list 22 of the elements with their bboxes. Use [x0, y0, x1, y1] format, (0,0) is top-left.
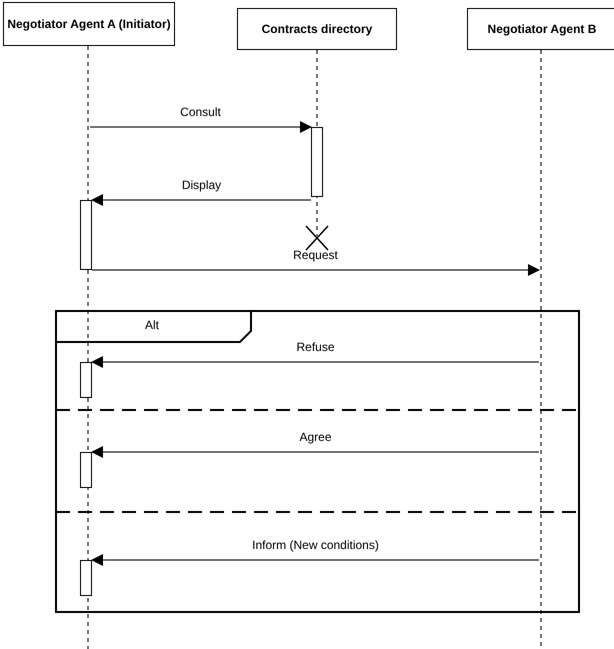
message-arrow	[91, 446, 540, 458]
message-label: Inform (New conditions)	[251, 538, 380, 552]
alt-frame	[55, 310, 580, 613]
activation-bar	[80, 560, 92, 596]
message-arrow	[91, 356, 540, 368]
message-arrow	[91, 554, 540, 566]
message-label: Agree	[298, 430, 333, 444]
lifeline	[539, 50, 543, 649]
participant-box: Negotiator Agent A (Initiator)	[3, 2, 175, 46]
message-label: Display	[180, 178, 222, 192]
message-label: Consult	[179, 105, 222, 119]
message-label: Refuse	[295, 340, 336, 354]
message-arrow	[91, 194, 312, 206]
activation-bar	[80, 200, 92, 270]
frame-label: Alt	[145, 318, 160, 332]
activation-bar	[80, 452, 92, 488]
message-arrow	[90, 121, 312, 133]
participant-box: Contracts directory	[237, 8, 397, 50]
activation-bar	[80, 362, 92, 398]
participant-box: Negotiator Agent B	[467, 8, 614, 50]
message-arrow	[92, 264, 540, 276]
message-label: Request	[292, 248, 339, 262]
